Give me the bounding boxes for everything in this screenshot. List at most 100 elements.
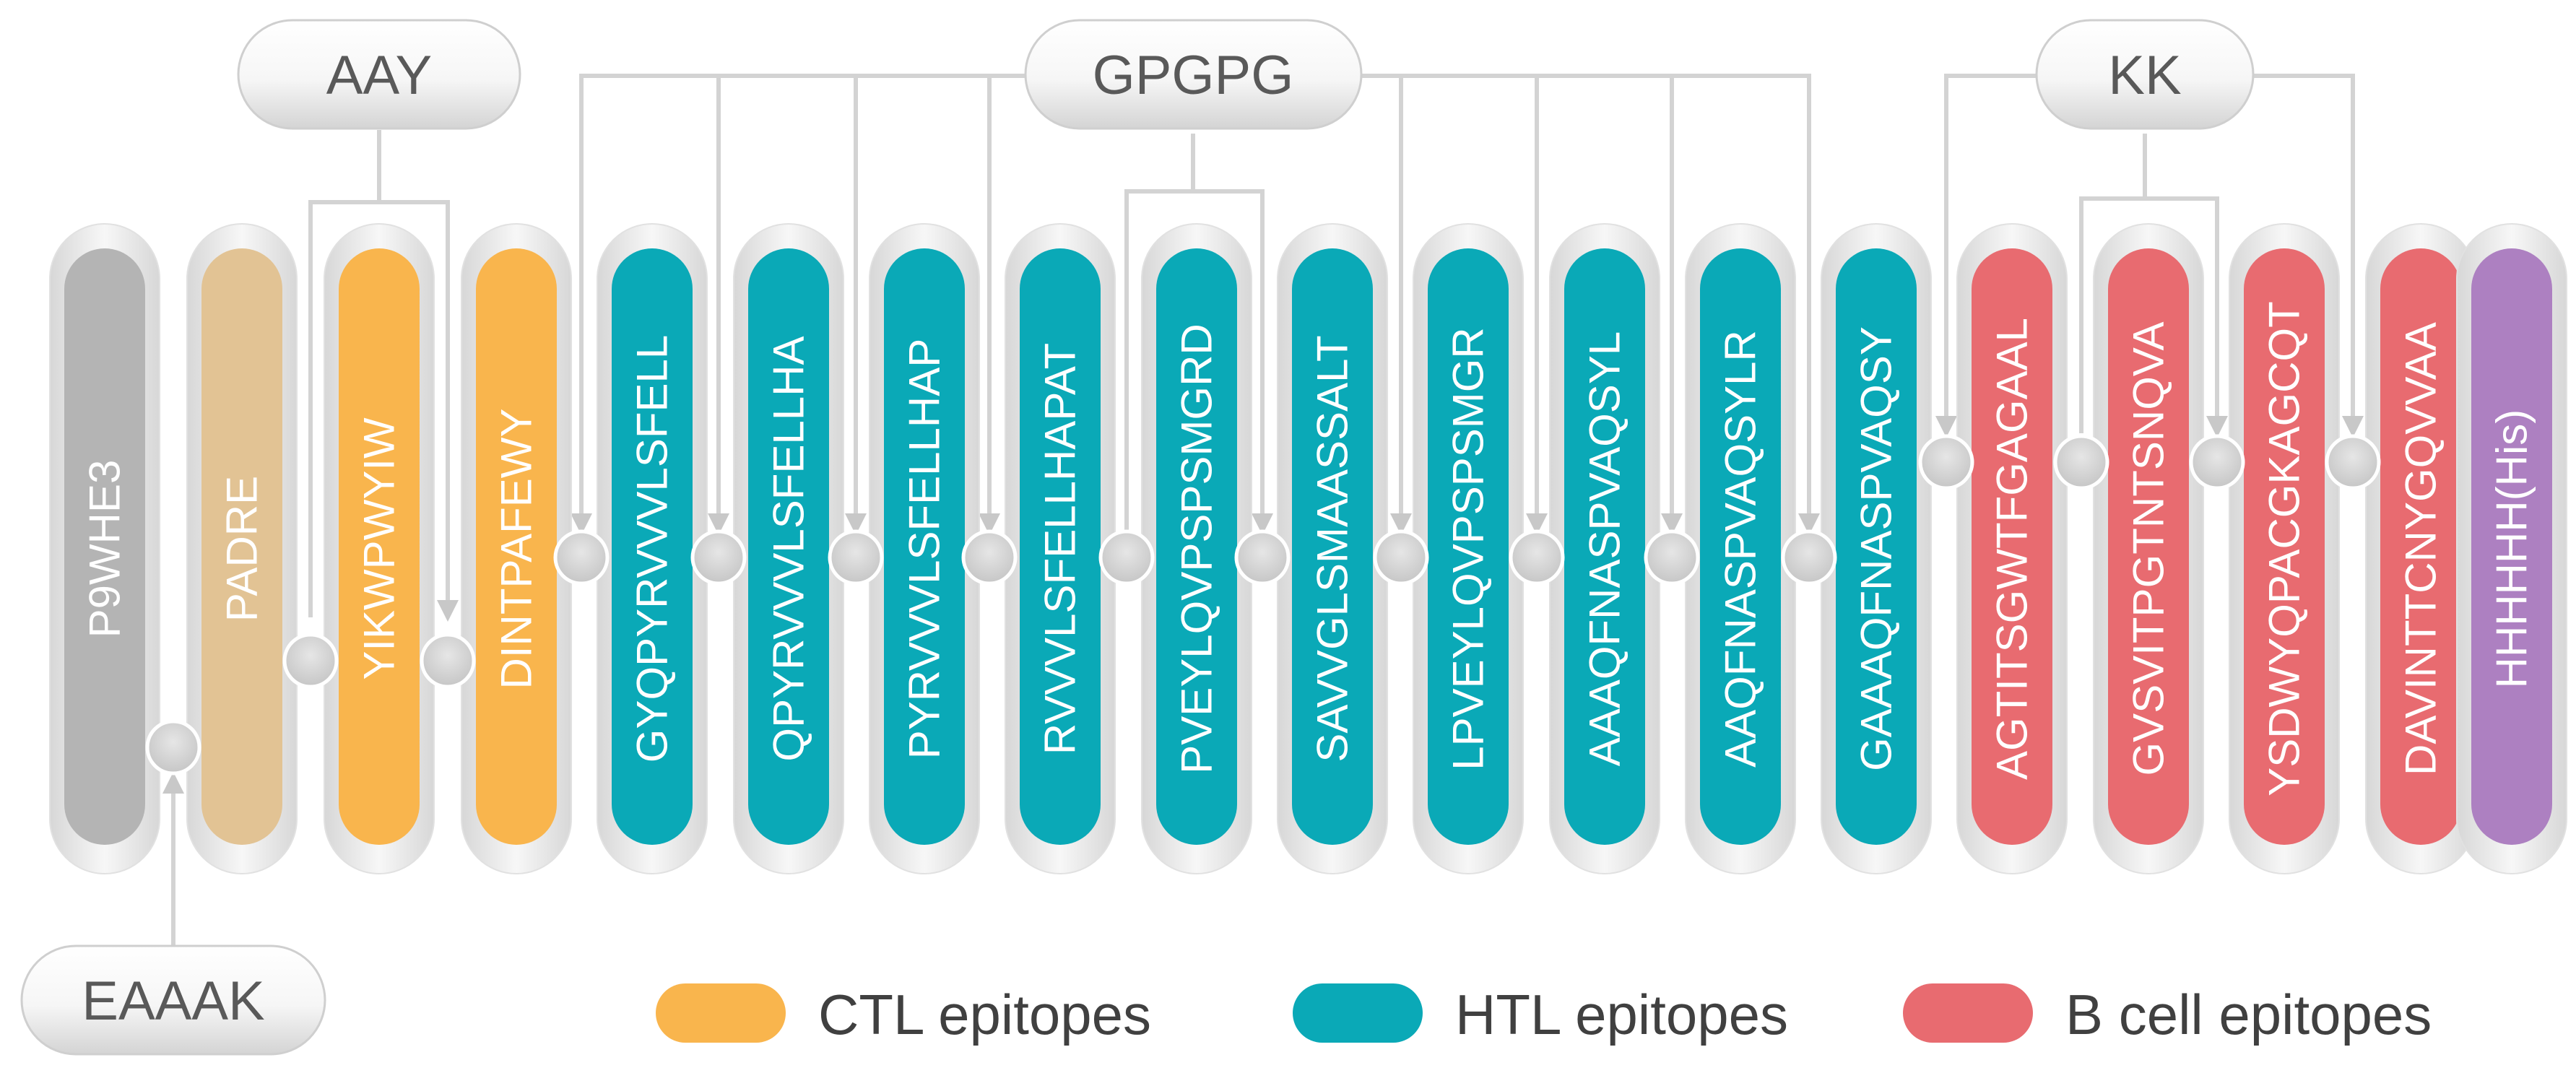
linker-labels: AAY GPGPG KK EAAAK	[20, 19, 2255, 1056]
peptide-label: AAAQFNASPVAQSYL	[1581, 331, 1629, 766]
peptide-segment: GYQPYRVVVLSFELL	[597, 223, 708, 874]
peptide-segment: P9WHE3	[49, 223, 160, 874]
peptide-label: SAVVGLSMAASSALT	[1309, 335, 1357, 762]
peptide-capsule	[339, 248, 420, 845]
legend-item-bcell: B cell epitopes	[1903, 983, 2432, 1046]
peptide-capsule	[884, 248, 965, 845]
gpgpg-connector	[1124, 189, 1273, 535]
peptide-capsule	[2108, 248, 2189, 845]
peptide-capsule	[1428, 248, 1509, 845]
linker-node	[282, 633, 339, 689]
aay-connector	[308, 200, 459, 622]
legend: CTL epitopes HTL epitopes B cell epitope…	[656, 983, 2432, 1046]
peptide-label: GVSVITPGTNTSNQVA	[2125, 322, 2173, 776]
peptide-segment: YSDWYQPACGKAGCQT	[2229, 223, 2340, 874]
linker-node	[2189, 434, 2245, 490]
peptide-capsule	[1020, 248, 1101, 845]
peptide-label: YIKWPWYIW	[355, 417, 404, 680]
peptide-label: PADRE	[218, 476, 266, 622]
peptide-label: GYQPYRVVVLSFELL	[628, 335, 677, 763]
kk-linker-label: KK	[2035, 19, 2255, 130]
peptide-segment: SAVVGLSMAASSALT	[1277, 223, 1388, 874]
peptide-capsule	[1836, 248, 1917, 845]
peptide-capsule	[476, 248, 557, 845]
kk-connector	[2253, 74, 2364, 438]
kk-connector	[2079, 196, 2228, 438]
peptide-segment: DAVINTTCNYGQVVAA	[2365, 223, 2476, 874]
peptide-label: AGTITSGWTFGAGAAL	[1988, 318, 2037, 780]
peptide-capsule	[748, 248, 829, 845]
gpgpg-connector	[1361, 74, 1820, 535]
peptide-capsule	[1564, 248, 1645, 845]
legend-item-ctl: CTL epitopes	[656, 983, 1151, 1046]
linker-node	[1918, 434, 1974, 490]
peptide-label: LPVEYLQVPSPSMGR	[1444, 327, 1493, 770]
linker-node	[1644, 529, 1700, 586]
peptide-label: QPYRVVVLSFELLHA	[765, 336, 813, 761]
peptide-segment: GVSVITPGTNTSNQVA	[2093, 223, 2204, 874]
linker-node	[961, 529, 1018, 586]
kk-connector	[1935, 74, 2037, 438]
peptide-capsule	[1700, 248, 1781, 845]
peptide-capsule	[201, 248, 282, 845]
aay-linker-text: AAY	[326, 45, 432, 106]
linker-node	[2325, 434, 2381, 490]
peptide-label: DAVINTTCNYGQVVAA	[2397, 322, 2445, 776]
linker-node	[1234, 529, 1291, 586]
peptide-capsule	[2244, 248, 2325, 845]
peptide-capsule	[1972, 248, 2052, 845]
peptide-label: AAQFNASPVAQSYLR	[1717, 330, 1765, 768]
linker-nodes	[145, 434, 2381, 776]
peptide-capsule	[1156, 248, 1237, 845]
peptide-capsule	[612, 248, 693, 845]
legend-swatch-ctl	[656, 983, 786, 1043]
gpgpg-linker-label: GPGPG	[1024, 19, 1363, 130]
peptide-segment: AGTITSGWTFGAGAAL	[1956, 223, 2068, 874]
peptide-segment: RVVVLSFELLHAPAT	[1005, 223, 1116, 874]
aay-linker-label: AAY	[237, 19, 521, 130]
linker-node	[690, 529, 747, 586]
peptide-label: P9WHE3	[81, 460, 129, 638]
linker-node	[1509, 529, 1565, 586]
peptide-segment: YIKWPWYIW	[324, 223, 435, 874]
gpgpg-linker-text: GPGPG	[1093, 45, 1294, 106]
peptide-chain: P9WHE3 PADRE YIKWPWYIW DINTPAFEWY GYQPYRVVVL…	[49, 223, 2567, 874]
peptide-segment: HHHHHH(His)	[2456, 223, 2567, 874]
peptide-segment: AAQFNASPVAQSYLR	[1685, 223, 1796, 874]
peptide-segment: QPYRVVVLSFELLHA	[733, 223, 844, 874]
peptide-segment: PYRVVVLSFELLHAP	[869, 223, 980, 874]
legend-swatch-bcell	[1903, 983, 2033, 1043]
eaaak-linker-label: EAAAK	[20, 944, 326, 1056]
linker-node	[1781, 529, 1837, 586]
peptide-label: YSDWYQPACGKAGCQT	[2260, 301, 2309, 796]
legend-label-bcell: B cell epitopes	[2065, 983, 2432, 1046]
peptide-capsule	[2380, 248, 2461, 845]
peptide-segment: GAAAQFNASPVAQSY	[1821, 223, 1932, 874]
legend-label-ctl: CTL epitopes	[818, 983, 1151, 1046]
linker-node	[1098, 529, 1155, 586]
peptide-segment: PADRE	[186, 223, 298, 874]
linker-node	[828, 529, 884, 586]
kk-linker-text: KK	[2108, 45, 2181, 106]
peptide-segment: DINTPAFEWY	[461, 223, 572, 874]
peptide-label: PVEYLQVPSPSMGRD	[1173, 323, 1221, 774]
peptide-capsule	[2471, 248, 2552, 845]
legend-label-htl: HTL epitopes	[1455, 983, 1788, 1046]
peptide-label: HHHHHH(His)	[2488, 409, 2536, 689]
linker-node	[553, 529, 610, 586]
peptide-label: DINTPAFEWY	[493, 409, 541, 690]
linker-node	[145, 719, 201, 776]
peptide-segment: AAAQFNASPVAQSYL	[1549, 223, 1660, 874]
peptide-label: RVVVLSFELLHAPAT	[1036, 343, 1085, 755]
linker-connectors	[162, 74, 2364, 957]
linker-node	[420, 633, 476, 689]
peptide-label: GAAAQFNASPVAQSY	[1852, 326, 1901, 771]
linker-node	[1373, 529, 1429, 586]
linker-node	[2053, 434, 2109, 490]
peptide-capsule	[64, 248, 145, 845]
peptide-segment: LPVEYLQVPSPSMGR	[1413, 223, 1524, 874]
legend-item-htl: HTL epitopes	[1293, 983, 1788, 1046]
peptide-label: PYRVVVLSFELLHAP	[901, 339, 949, 760]
gpgpg-connector	[571, 74, 1025, 535]
